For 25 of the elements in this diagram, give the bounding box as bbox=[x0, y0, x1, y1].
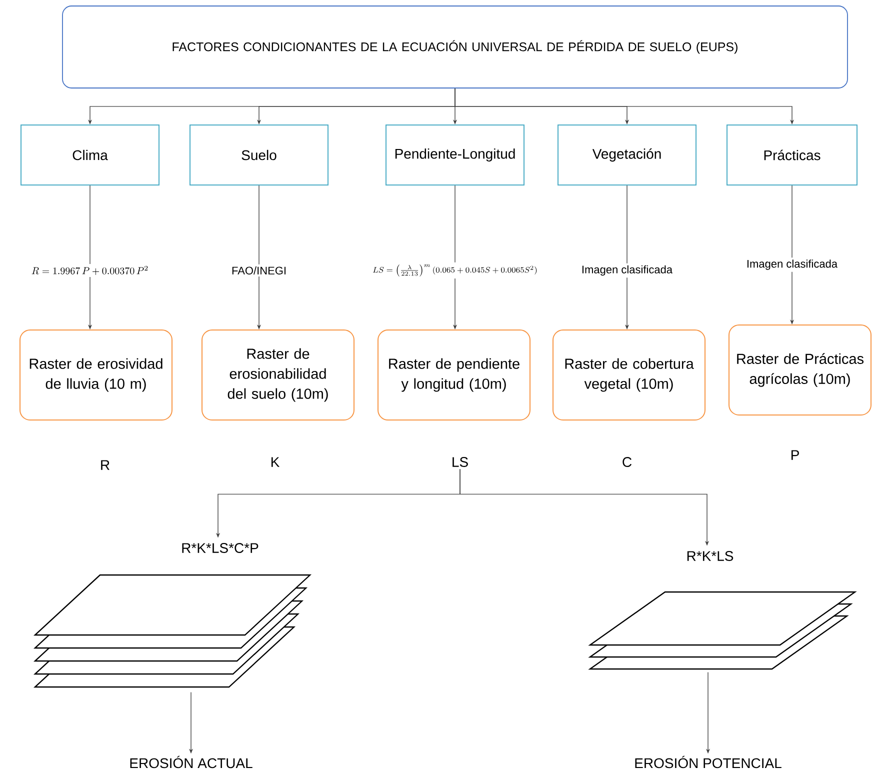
factor-letter: P bbox=[791, 450, 799, 460]
factor-letter: C bbox=[622, 457, 632, 467]
text-label: EROSIÓN POTENCIAL bbox=[635, 756, 782, 768]
factor-letter: K bbox=[271, 457, 280, 467]
product-formula: R*K*LS bbox=[687, 551, 734, 561]
edge-label: FAO/INEGI bbox=[230, 264, 288, 276]
raster-box: Raster de erosionabilidad del suelo (10m) bbox=[202, 330, 354, 420]
text-label: EROSIÓN ACTUAL bbox=[130, 756, 252, 768]
factor-box: Suelo bbox=[190, 124, 328, 186]
factor-box: Pendiente-Longitud bbox=[386, 124, 524, 186]
edge-label: $R = 1.9967\,P + 0.00370\,P^{2}$ bbox=[29, 264, 151, 277]
edge-label: Imagen clasificada bbox=[744, 258, 840, 272]
factor-letter: R bbox=[101, 460, 110, 470]
raster-box: Raster de erosividad de lluvia (10 m) bbox=[20, 330, 172, 420]
edge-label: $LS = \left(\frac{\lambda}{22.13}\right)^{m} (0.065 + 0.045S + 0.0065S^{2})$ bbox=[370, 262, 540, 279]
edge-label: Imagen clasificada bbox=[579, 263, 675, 278]
factor-box: Prácticas bbox=[726, 124, 858, 186]
raster-box: Raster de cobertura vegetal (10m) bbox=[552, 330, 706, 420]
factor-box: Clima bbox=[20, 124, 160, 186]
text-label: LS bbox=[452, 457, 468, 467]
raster-box: Raster de pendiente y longitud (10m) bbox=[378, 330, 530, 420]
raster-box: Raster de Prácticas agrícolas (10m) bbox=[728, 324, 872, 416]
title-box: FACTORES CONDICIONANTES DE LA ECUACIÓN UNIVERSAL DE PÉRDIDA DE SUELO (EUPS) bbox=[62, 6, 848, 88]
factor-box: Vegetación bbox=[558, 124, 696, 186]
product-formula: R*K*LS*C*P bbox=[182, 543, 258, 553]
